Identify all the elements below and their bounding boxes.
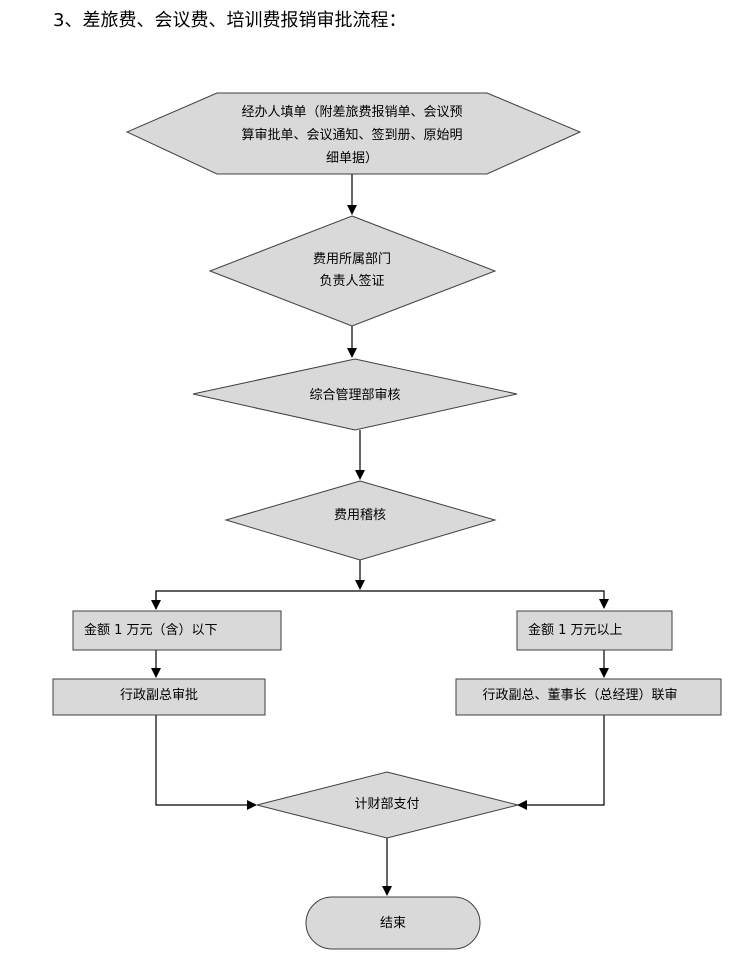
amount-below-label: 金额 1 万元（含）以下 xyxy=(84,622,218,638)
node-finance-pay: 计财部支付 xyxy=(256,771,519,839)
fill-form-line-3: 细单据） xyxy=(326,151,378,166)
end-label: 结束 xyxy=(380,916,406,931)
finance-pay-label: 计财部支付 xyxy=(354,797,419,812)
joint-approve-label: 行政副总、董事长（总经理）联审 xyxy=(482,688,677,703)
node-dept-sign: 费用所属部门 负责人签证 xyxy=(208,215,497,327)
node-fill-form: 经办人填单（附差旅费报销单、会议预 算审批单、会议通知、签到册、原始明 细单据） xyxy=(125,92,582,175)
node-vp-approve: 行政副总审批 xyxy=(52,678,266,716)
node-joint-approve: 行政副总、董事长（总经理）联审 xyxy=(455,678,722,716)
admin-review-label: 综合管理部审核 xyxy=(309,388,400,403)
connector-vp-to-pay xyxy=(155,715,257,810)
node-cost-audit: 费用稽核 xyxy=(224,480,497,561)
fill-form-line-1: 经办人填单（附差旅费报销单、会议预 xyxy=(241,105,462,120)
connector-joint-to-pay xyxy=(517,715,605,810)
node-amount-below: 金额 1 万元（含）以下 xyxy=(72,610,282,651)
dept-sign-line-1: 费用所属部门 xyxy=(313,252,391,267)
vp-approve-label: 行政副总审批 xyxy=(120,688,198,703)
fill-form-line-2: 算审批单、会议通知、签到册、原始明 xyxy=(241,127,462,143)
cost-audit-label: 费用稽核 xyxy=(334,508,386,523)
node-admin-review: 综合管理部审核 xyxy=(192,358,518,431)
connector-branch-split xyxy=(155,590,609,609)
amount-above-label: 金额 1 万元以上 xyxy=(528,622,623,638)
node-amount-above: 金额 1 万元以上 xyxy=(516,610,673,651)
node-end: 结束 xyxy=(305,896,481,950)
page-heading: 3、差旅费、会议费、培训费报销审批流程： xyxy=(53,10,407,31)
dept-sign-line-2: 负责人签证 xyxy=(319,273,384,289)
